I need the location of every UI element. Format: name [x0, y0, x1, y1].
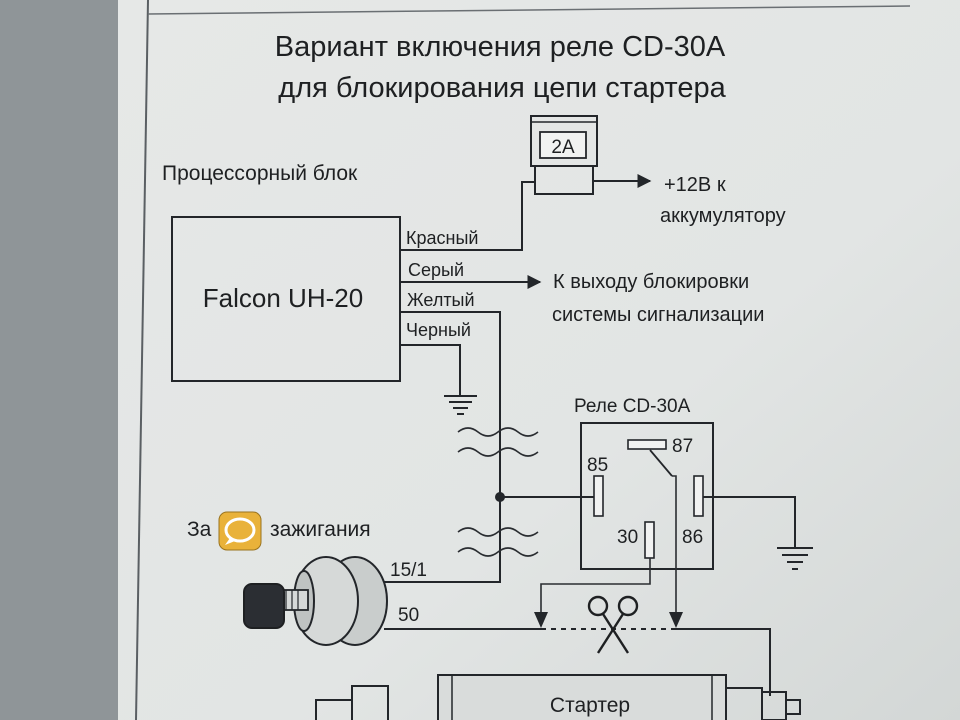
starter-label: Стартер [550, 694, 630, 717]
relay-switch-arm [649, 449, 673, 477]
paper-border [135, 0, 149, 720]
relay-caption: Реле CD-30А [574, 396, 691, 417]
wire-label-yellow: Желтый [407, 290, 475, 310]
relay-pin-86-contact [693, 475, 704, 517]
wire-break-marks [457, 427, 539, 557]
black-wire [400, 344, 461, 395]
ignition-caption-suffix: зажигания [270, 518, 371, 541]
diagram-title-line1: Вариант включения реле CD-30А [275, 31, 726, 63]
ground-icon [444, 395, 477, 415]
battery-label-line1: +12В к [664, 174, 726, 196]
alarm-output-line2: системы сигнализации [552, 304, 764, 326]
wire-label-gray: Серый [408, 260, 464, 280]
starter-motor [315, 674, 801, 720]
relay-pin-87-contact [627, 439, 667, 450]
yellow-wire [383, 311, 501, 583]
relay-pin-86: 86 [682, 527, 703, 548]
relay-pin-30: 30 [617, 527, 638, 548]
processor-block [171, 216, 401, 382]
wire-label-black: Черный [406, 320, 471, 340]
terminal-50: 50 [398, 605, 419, 626]
ground-icon-relay [777, 547, 813, 570]
red-wire [400, 181, 535, 251]
relay-pin-87: 87 [672, 436, 693, 457]
relay-pin-85: 85 [587, 455, 608, 476]
relay-86-ground-wire [703, 496, 796, 547]
diagram-title-line2: для блокирования цепи стартера [278, 72, 726, 104]
alarm-output-line1: К выходу блокировки [553, 271, 749, 293]
relay-pin-30-contact [644, 521, 655, 559]
relay-pin-85-contact [593, 475, 604, 517]
starter-feed-wire [676, 628, 771, 696]
chat-bubble-icon[interactable] [218, 511, 262, 551]
processor-block-caption: Процессорный блок [162, 162, 358, 185]
terminal-15-1: 15/1 [390, 560, 427, 581]
ignition-caption-prefix: За [187, 518, 212, 541]
fuse-rating: 2A [551, 137, 575, 158]
relay-30-wire [540, 558, 651, 622]
processor-block-model: Falcon UH-20 [203, 283, 363, 313]
relay-87-wire [672, 475, 677, 622]
wire-label-red: Красный [406, 228, 478, 248]
battery-label-line2: аккумулятору [660, 205, 786, 227]
ignition-key-icon [243, 556, 388, 646]
scissors-icon [587, 595, 639, 654]
